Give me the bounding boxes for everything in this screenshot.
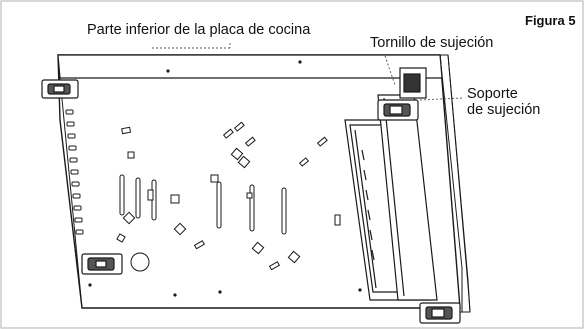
fixing-bracket-top-right bbox=[377, 67, 427, 121]
cable-hole bbox=[130, 252, 150, 272]
leader-lines bbox=[150, 43, 463, 101]
figure-label: Figura 5 bbox=[525, 13, 576, 28]
fixing-bracket-bottom-right bbox=[419, 302, 461, 324]
vent-slots bbox=[65, 109, 84, 235]
mounting-slots bbox=[119, 174, 287, 235]
support-label-line1: Soporte bbox=[467, 86, 518, 102]
bottom-side-label: Parte inferior de la placa de cocina bbox=[87, 22, 311, 38]
small-clips bbox=[116, 121, 341, 271]
screw-label: Tornillo de sujeción bbox=[370, 35, 494, 51]
support-label: Soporte de sujeción bbox=[467, 86, 541, 119]
fixing-bracket-top-left bbox=[41, 79, 79, 99]
tray-rim bbox=[57, 54, 443, 79]
support-label-line2: de sujeción bbox=[467, 101, 541, 118]
electronics-housing bbox=[344, 94, 438, 301]
fixing-bracket-bottom-left bbox=[81, 253, 123, 275]
